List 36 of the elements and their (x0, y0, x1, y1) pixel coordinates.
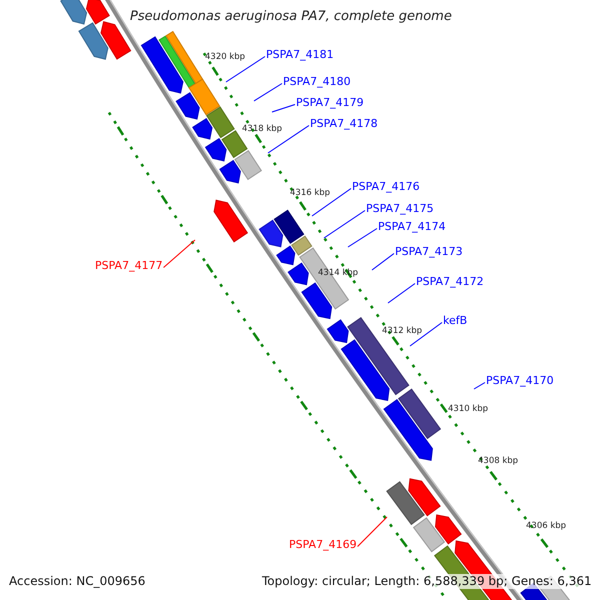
leader-line (272, 104, 296, 112)
leader-line (226, 56, 266, 82)
leader-line (163, 240, 196, 268)
gene-label: PSPA7_4173 (395, 245, 463, 258)
leader-line (410, 322, 442, 346)
gene-label: PSPA7_4175 (366, 202, 434, 215)
gene-label: PSPA7_4174 (378, 220, 446, 233)
tick-label: 4318 kbp (242, 124, 282, 134)
tick-label: 4320 kbp (205, 52, 246, 62)
gene-label: PSPA7_4179 (296, 96, 364, 109)
gene-label: PSPA7_4180 (283, 75, 351, 88)
footer-text: Accession: NC_009656 (8, 574, 146, 589)
gene-label: PSPA7_4170 (486, 374, 554, 387)
gene-label: PSPA7_4178 (310, 117, 378, 130)
leader-line (388, 283, 416, 304)
gene-label: PSPA7_4172 (416, 275, 484, 288)
map-title: Pseudomonas aeruginosa PA7, complete genome (128, 9, 454, 25)
leader-line (372, 253, 394, 270)
tick-label: 4310 kbp (448, 404, 488, 414)
gene-label: PSPA7_4176 (352, 180, 420, 193)
leader-line (348, 228, 378, 248)
leader-line (254, 83, 282, 102)
tick-label: 4306 kbp (526, 521, 566, 531)
footer-text: Topology: circular; Length: 6,588,339 bp; Genes: 6,361 (261, 574, 593, 589)
gene-label: PSPA7_4181 (266, 48, 334, 61)
leader-line (357, 516, 388, 547)
tick-label: 4308 kbp (478, 456, 518, 466)
gene-label: kefB (443, 314, 468, 327)
tick-label: 4316 kbp (290, 188, 330, 198)
leader-line (474, 382, 486, 390)
leader-line (312, 188, 352, 216)
gene-label: PSPA7_4169 (289, 538, 357, 551)
leader-line (324, 210, 366, 238)
gene-label: PSPA7_4177 (95, 259, 163, 272)
leader-line (268, 125, 310, 154)
tick-label: 4312 kbp (382, 326, 422, 336)
